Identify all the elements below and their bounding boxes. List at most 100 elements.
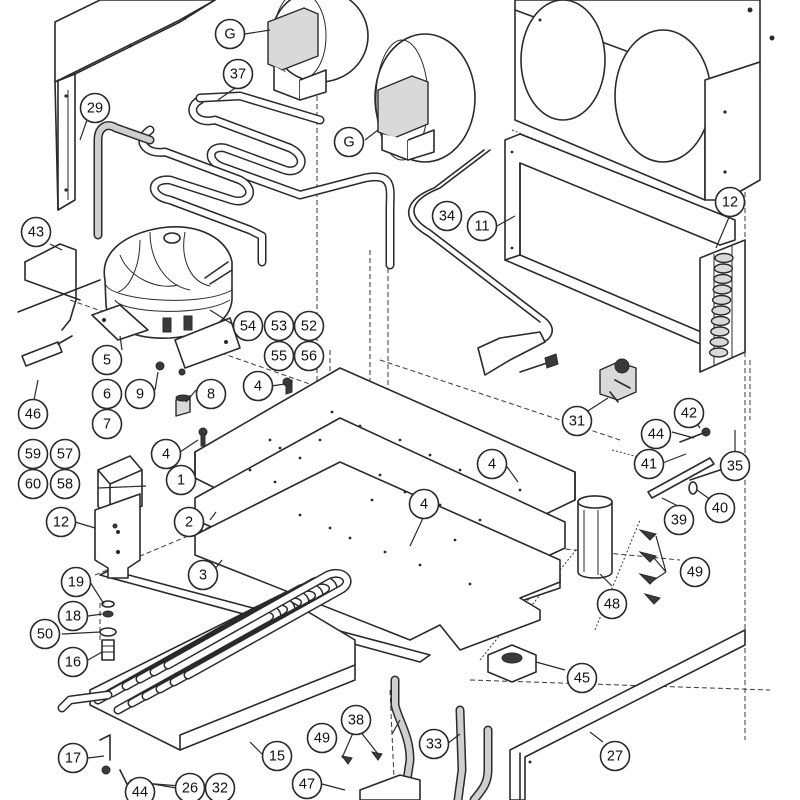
callout-label: 53: [271, 319, 287, 335]
callout-label: 44: [648, 427, 664, 443]
coil-loop: [709, 336, 729, 348]
mounting-hole: [398, 438, 402, 442]
callout-label: 54: [240, 319, 256, 335]
condenser-tubing: [138, 91, 395, 270]
coil-loop: [710, 326, 730, 337]
callout-12-right: 12: [714, 186, 746, 218]
callout-26: 26: [174, 772, 206, 800]
coil-loop: [711, 294, 732, 306]
condenser-bracket: [504, 133, 736, 347]
callout-circle: [204, 772, 236, 800]
callout-label: 57: [57, 447, 73, 463]
left-frame-panel: [54, 0, 216, 211]
callout-57: 57: [49, 438, 81, 470]
callout-circle: [431, 200, 463, 232]
coil-loop: [712, 284, 732, 295]
coil-loop: [710, 315, 731, 327]
mounting-hole: [403, 490, 407, 494]
callout-label: 12: [53, 515, 69, 531]
callout-circle: [91, 378, 123, 410]
callout-circle: [195, 378, 227, 410]
callout-circle: [566, 662, 598, 694]
coil-loop: [711, 305, 731, 316]
callout-39: 39: [663, 504, 695, 536]
callout-label: 49: [687, 565, 703, 581]
evaporator-plate: [57, 569, 356, 751]
evaporator-tube: [165, 570, 350, 678]
callout-circle: [60, 566, 92, 598]
callout-label: 18: [65, 609, 81, 625]
callout-circle: [476, 448, 508, 480]
capillary-tube: [408, 149, 559, 376]
callout-G-mid: G: [333, 126, 365, 158]
callout-circle: [340, 704, 372, 736]
callout-label: 3: [199, 568, 207, 584]
mounting-hole: [318, 438, 322, 442]
callout-37: 37: [222, 58, 254, 90]
hardware-stack: [99, 600, 117, 661]
callout-label: 50: [37, 627, 53, 643]
drain-sleeve: [577, 495, 613, 579]
callout-label: 4: [162, 447, 170, 463]
callout-label: 12: [722, 195, 738, 211]
callout-label: 7: [103, 417, 111, 433]
callout-circle: [306, 722, 338, 754]
callout-label: 34: [439, 209, 455, 225]
callout-label: 55: [271, 349, 287, 365]
callout-label: 38: [348, 713, 364, 729]
callout-circle: [124, 378, 156, 410]
callout-label: 4: [254, 379, 262, 395]
callout-label: 16: [65, 655, 81, 671]
callout-58: 58: [49, 468, 81, 500]
mounting-hole: [378, 473, 382, 477]
callout-7: 7: [91, 408, 123, 440]
callout-label: 19: [68, 575, 84, 591]
callout-label: 4: [488, 457, 496, 473]
callout-circle: [704, 492, 736, 524]
mounting-hole: [273, 480, 277, 484]
callout-circle: [57, 646, 89, 678]
callout-11: 11: [466, 210, 498, 242]
callout-43: 43: [20, 216, 52, 248]
mounting-hole: [328, 526, 332, 530]
callout-label: 4: [420, 497, 428, 513]
mounting-hole: [248, 468, 252, 472]
callout-label: 35: [727, 459, 743, 475]
mounting-hole: [458, 468, 462, 472]
callout-label: 31: [569, 414, 585, 430]
callout-circle: [49, 468, 81, 500]
callout-label: 6: [103, 387, 111, 403]
callout-circle: [293, 310, 325, 342]
callout-49-bottom: 49: [306, 722, 338, 754]
callout-33: 33: [418, 728, 450, 760]
callout-circle: [165, 464, 197, 496]
callout-circle: [408, 488, 440, 520]
callout-label: 56: [301, 349, 317, 365]
callout-label: G: [224, 27, 235, 43]
callout-label: 41: [641, 457, 657, 473]
mounting-hole: [453, 538, 457, 542]
callout-label: 26: [182, 781, 198, 797]
callout-6: 6: [91, 378, 123, 410]
callout-circle: [174, 772, 206, 800]
callout-circle: [242, 370, 274, 402]
callout-label: 42: [681, 406, 697, 422]
callout-label: 17: [65, 751, 81, 767]
mounting-hole: [438, 503, 442, 507]
callout-16: 16: [57, 646, 89, 678]
bracket-wire: [17, 243, 101, 367]
mounting-hole: [298, 456, 302, 460]
wire-rod: [93, 121, 155, 240]
mounting-hole: [518, 488, 522, 492]
plate-holes: [248, 410, 522, 586]
callout-42: 42: [673, 397, 705, 429]
callout-46: 46: [17, 398, 49, 430]
callout-label: 40: [712, 501, 728, 517]
callout-47: 47: [291, 768, 323, 800]
coil-loop: [713, 263, 734, 274]
callout-label: 52: [301, 319, 317, 335]
callout-circle: [124, 776, 156, 800]
callout-31: 31: [561, 405, 593, 437]
callout-41: 41: [633, 448, 665, 480]
